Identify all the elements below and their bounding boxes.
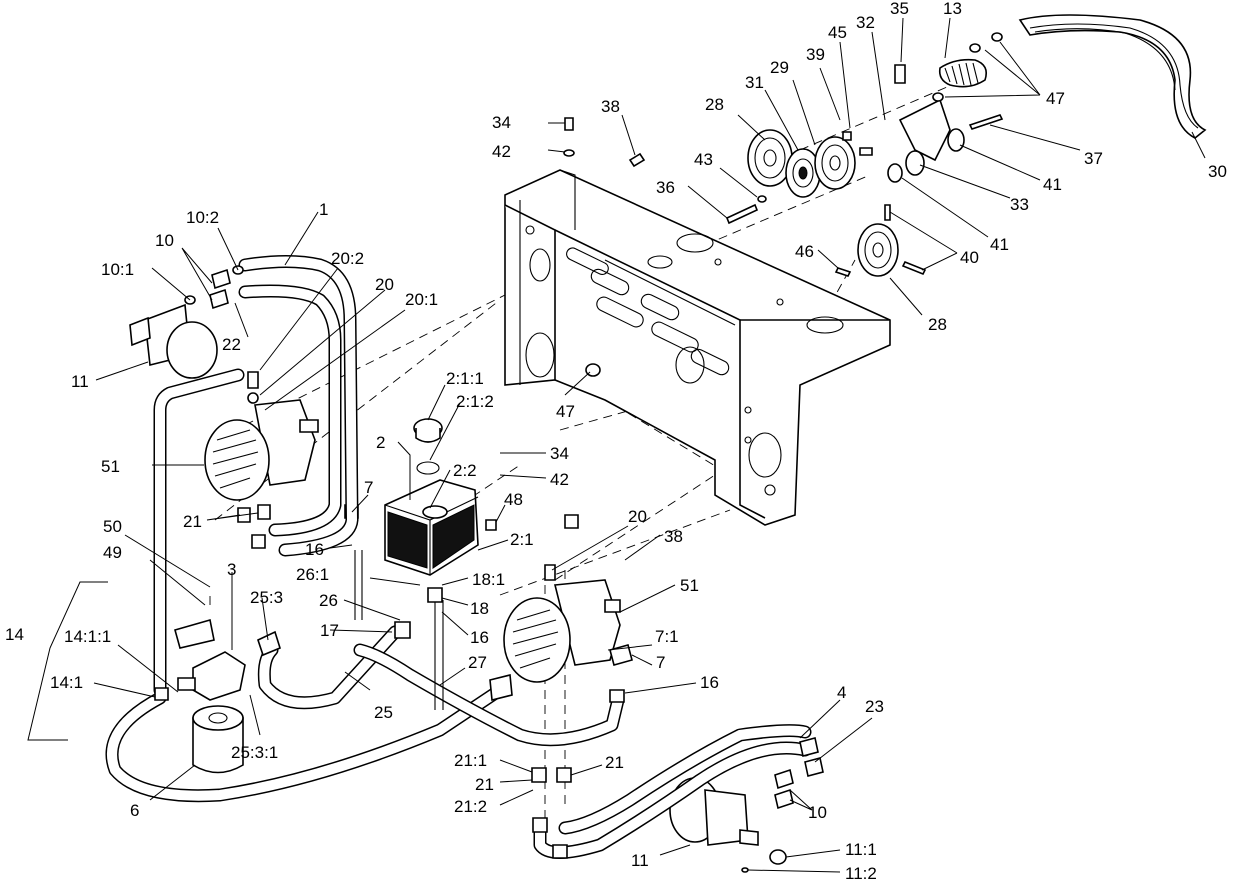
callout-37: 37 (1084, 149, 1103, 168)
callout-20-2: 20:2 (331, 249, 364, 268)
drive-belt (1018, 14, 1207, 139)
callout-47: 47 (1046, 89, 1065, 108)
callout-21: 21 (183, 512, 202, 531)
callout-47: 47 (556, 402, 575, 421)
callout-33: 33 (1010, 195, 1029, 214)
callout-7-1: 7:1 (655, 627, 679, 646)
callout-43: 43 (694, 150, 713, 169)
pulley-assembly (563, 32, 1004, 377)
callout-39: 39 (806, 45, 825, 64)
left-wheel-motor (129, 303, 218, 379)
callout-27: 27 (468, 653, 487, 672)
right-hydraulic-pump (503, 564, 633, 683)
callout-2-2: 2:2 (453, 461, 477, 480)
callout-leaders (27, 17, 1206, 873)
callout-10-1: 10:1 (101, 260, 134, 279)
oil-filter (174, 618, 246, 774)
callout-16: 16 (470, 628, 489, 647)
callout-26-1: 26:1 (296, 565, 329, 584)
callout-29: 29 (770, 58, 789, 77)
callout-51: 51 (680, 576, 699, 595)
callout-2: 2 (376, 433, 385, 452)
callout-21: 21 (475, 775, 494, 794)
callout-42: 42 (550, 470, 569, 489)
callout-7: 7 (656, 653, 665, 672)
callout-10: 10 (808, 803, 827, 822)
callout-28: 28 (928, 315, 947, 334)
callout-11: 11 (631, 851, 649, 870)
callout-2-1-2: 2:1:2 (456, 392, 494, 411)
callout-34: 34 (550, 444, 569, 463)
callout-18-1: 18:1 (472, 570, 505, 589)
callout-41: 41 (990, 235, 1009, 254)
callout-18: 18 (470, 599, 489, 618)
callout-10-2: 10:2 (186, 208, 219, 227)
callout-25-3: 25:3 (250, 588, 283, 607)
callout-31: 31 (745, 73, 764, 92)
callout-26: 26 (319, 591, 338, 610)
callout-14-1-1: 14:1:1 (64, 627, 111, 646)
callout-16: 16 (700, 673, 719, 692)
callout-2-1: 2:1 (510, 530, 534, 549)
callout-34: 34 (492, 113, 511, 132)
main-frame (504, 169, 891, 526)
callout-16: 16 (305, 540, 324, 559)
callout-25-3-1: 25:3:1 (231, 743, 278, 762)
callout-20: 20 (628, 507, 647, 526)
callout-35: 35 (890, 0, 909, 18)
callout-20: 20 (375, 275, 394, 294)
callout-21-2: 21:2 (454, 797, 487, 816)
callout-50: 50 (103, 517, 122, 536)
callout-21-1: 21:1 (454, 751, 487, 770)
callout-42: 42 (492, 142, 511, 161)
callout-40: 40 (960, 248, 979, 267)
callout-3: 3 (227, 560, 236, 579)
callout-11-1: 11:1 (845, 840, 877, 859)
callout-41: 41 (1043, 175, 1062, 194)
callout-28: 28 (705, 95, 724, 114)
callout-4: 4 (837, 683, 846, 702)
callout-36: 36 (656, 178, 675, 197)
callout-45: 45 (828, 23, 847, 42)
callout-2-1-1: 2:1:1 (446, 369, 484, 388)
callout-6: 6 (130, 801, 139, 820)
callout-23: 23 (865, 697, 884, 716)
callout-51: 51 (101, 457, 120, 476)
callout-20-1: 20:1 (405, 290, 438, 309)
callout-10: 10 (155, 231, 174, 250)
callout-14: 14 (5, 625, 24, 644)
callout-1: 1 (319, 200, 328, 219)
callout-46: 46 (795, 242, 814, 261)
callout-labels: 13 35 32 45 39 29 31 28 47 30 37 41 33 4… (5, 0, 1227, 883)
callout-38: 38 (664, 527, 683, 546)
callout-30: 30 (1208, 162, 1227, 181)
callout-7: 7 (364, 478, 373, 497)
callout-21: 21 (605, 753, 624, 772)
callout-32: 32 (856, 13, 875, 32)
callout-13: 13 (943, 0, 962, 18)
reservoir-tank (384, 418, 479, 576)
callout-11: 11 (71, 372, 89, 391)
callout-25: 25 (374, 703, 393, 722)
callout-11-2: 11:2 (845, 864, 877, 883)
callout-38: 38 (601, 97, 620, 116)
callout-49: 49 (103, 543, 122, 562)
callout-22: 22 (222, 335, 241, 354)
callout-14-1: 14:1 (50, 673, 83, 692)
callout-17: 17 (320, 621, 339, 640)
callout-48: 48 (504, 490, 523, 509)
